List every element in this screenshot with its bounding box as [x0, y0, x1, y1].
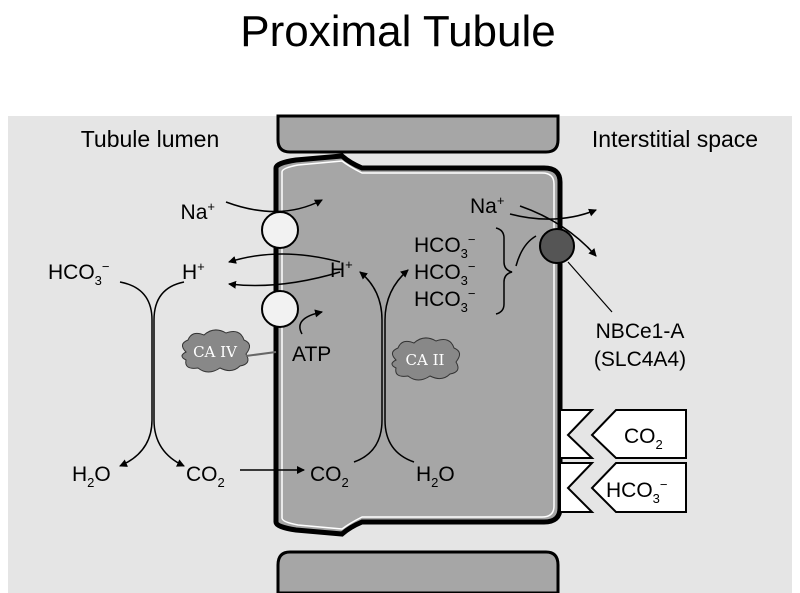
lumen-reaction-left — [119, 281, 153, 467]
cell-reaction-right — [384, 269, 415, 463]
ca-iv-tether — [245, 351, 277, 357]
cell-h2o-label: H2O — [416, 463, 455, 490]
lumen-hco3-label: HCO3− — [48, 259, 110, 288]
h-efflux-arrow-1 — [228, 253, 341, 264]
cell-h-label: H+ — [330, 257, 353, 282]
lumen-h-label: H+ — [182, 259, 205, 284]
hco3-exit: HCO3− — [559, 462, 687, 513]
page-title: Proximal Tubule — [240, 7, 555, 56]
lumen-label: Tubule lumen — [81, 126, 220, 152]
lower-neighbor-cell — [276, 550, 560, 593]
hco3-brace — [495, 227, 513, 315]
co2-exit-label: CO2 — [624, 425, 663, 452]
lumen-reaction-right — [153, 281, 185, 467]
co2-exit-arrow — [590, 409, 687, 459]
cell-membrane-inner — [281, 160, 555, 530]
cell-hco3-item: HCO3− — [414, 286, 476, 315]
lumen-h2o-label: H2O — [72, 463, 111, 490]
cell-hco3-item: HCO3− — [414, 232, 476, 261]
cell-reaction-left — [353, 271, 383, 463]
cell-hco3-item: HCO3− — [414, 259, 476, 288]
co2-exit: CO2 — [559, 409, 687, 459]
atp-arrow — [299, 309, 323, 335]
hco3-to-nbc-line — [515, 235, 537, 267]
h-efflux-arrow-2 — [228, 271, 341, 289]
nbce1a-transporter — [539, 228, 575, 264]
h-atpase-pump — [261, 290, 299, 328]
na-hco3-efflux-arrow-1 — [509, 208, 597, 220]
hco3-exit-chevron — [559, 462, 595, 513]
interstitium-label: Interstitial space — [592, 126, 758, 152]
atp-label: ATP — [292, 343, 331, 366]
na-influx-arrow — [225, 199, 323, 213]
lumen-co2-label: CO2 — [186, 463, 225, 490]
na-hco3-efflux-arrow-2 — [519, 205, 597, 257]
hco3-exit-arrow — [590, 462, 687, 513]
nbce1a-leader-line — [567, 261, 613, 313]
ca-iv-label: CA IV — [193, 343, 238, 361]
co2-exit-chevron — [559, 409, 595, 459]
transporter-gene: (SLC4A4) — [594, 348, 686, 371]
ca-ii-label: CA II — [406, 351, 445, 369]
cell-co2-label: CO2 — [310, 463, 349, 490]
ca-iv-enzyme: CA IV — [181, 329, 250, 373]
cell-na-label: Na+ — [470, 193, 504, 218]
cell-hco3-list: HCO3− HCO3− HCO3− — [414, 232, 476, 315]
ca-ii-enzyme: CA II — [391, 337, 460, 381]
hco3-exit-label: HCO3− — [606, 477, 668, 506]
lumen-na-label: Na+ — [181, 199, 215, 224]
na-h-exchanger — [261, 211, 299, 249]
upper-neighbor-cell — [276, 114, 560, 154]
transporter-name: NBCe1-A — [596, 320, 685, 343]
